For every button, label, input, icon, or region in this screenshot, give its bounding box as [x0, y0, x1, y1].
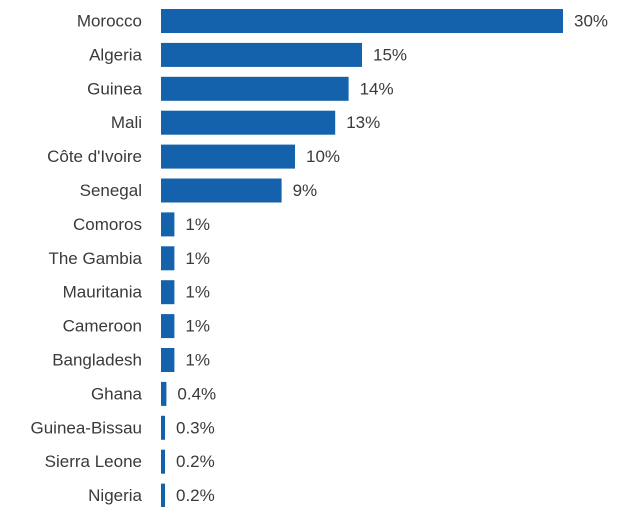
- category-label-ghana: Ghana: [91, 384, 143, 403]
- category-label-sierra-leone: Sierra Leone: [45, 452, 142, 471]
- category-label-cameroon: Cameroon: [63, 317, 142, 336]
- category-label-morocco: Morocco: [77, 12, 142, 31]
- category-label-comoros: Comoros: [73, 215, 142, 234]
- bar-senegal: [161, 178, 282, 203]
- category-label-guinea: Guinea: [87, 79, 142, 98]
- bar-mauritania: [161, 280, 175, 305]
- category-label-bangladesh: Bangladesh: [52, 351, 142, 370]
- bar-nigeria: [161, 483, 165, 508]
- value-label-cote-d-ivoire: 10%: [306, 147, 340, 166]
- bar-cote-d-ivoire: [161, 144, 295, 169]
- value-label-morocco: 30%: [574, 12, 608, 31]
- bar-comoros: [161, 212, 175, 237]
- bar-morocco: [161, 9, 563, 33]
- category-label-guinea-bissau: Guinea-Bissau: [30, 418, 142, 437]
- value-label-mauritania: 1%: [185, 283, 210, 302]
- bar-cameroon: [161, 314, 175, 339]
- bar-mali: [161, 110, 336, 135]
- bar-guinea-bissau: [161, 415, 165, 440]
- bars-layer: [161, 9, 563, 508]
- value-label-the-gambia: 1%: [185, 249, 210, 268]
- value-label-guinea: 14%: [360, 79, 394, 98]
- value-label-ghana: 0.4%: [177, 384, 216, 403]
- category-label-cote-d-ivoire: Côte d'Ivoire: [47, 147, 142, 166]
- bar-sierra-leone: [161, 449, 165, 474]
- bar-the-gambia: [161, 246, 175, 271]
- bar-guinea: [161, 76, 349, 101]
- value-labels: 30% 15% 14% 13% 10% 9% 1% 1% 1% 1% 1% 0.4% 0.3% 0.2% 0…: [176, 12, 608, 506]
- value-label-cameroon: 1%: [185, 317, 210, 336]
- category-label-mali: Mali: [111, 113, 142, 132]
- bar-ghana: [161, 381, 167, 406]
- value-label-algeria: 15%: [373, 45, 407, 64]
- value-label-mali: 13%: [346, 113, 380, 132]
- category-label-algeria: Algeria: [89, 45, 142, 64]
- bar-bangladesh: [161, 348, 175, 372]
- category-label-mauritania: Mauritania: [63, 283, 143, 302]
- value-label-nigeria: 0.2%: [176, 486, 215, 505]
- category-label-senegal: Senegal: [80, 181, 142, 200]
- category-label-nigeria: Nigeria: [88, 486, 142, 505]
- value-label-guinea-bissau: 0.3%: [176, 418, 215, 437]
- value-label-bangladesh: 1%: [185, 351, 210, 370]
- value-label-senegal: 9%: [293, 181, 318, 200]
- category-label-the-gambia: The Gambia: [48, 249, 142, 268]
- value-label-sierra-leone: 0.2%: [176, 452, 215, 471]
- value-label-comoros: 1%: [185, 215, 210, 234]
- bar-algeria: [161, 42, 362, 67]
